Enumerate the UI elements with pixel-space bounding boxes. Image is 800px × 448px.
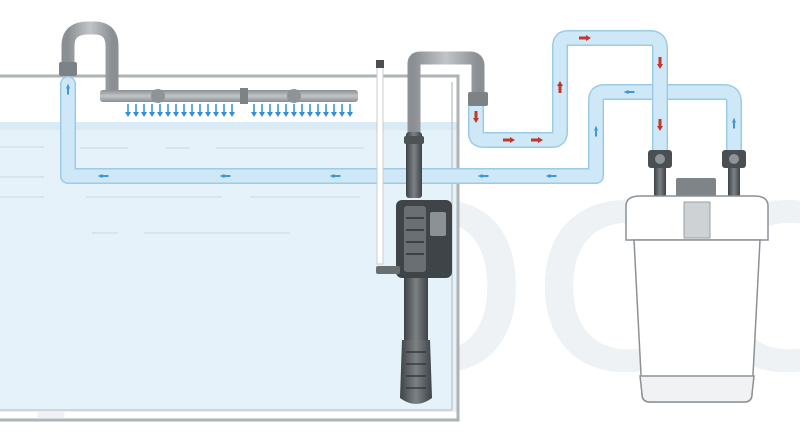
spray-drop-head: [307, 112, 313, 117]
spray-drop-head: [165, 112, 171, 117]
canister-motor-cap: [676, 178, 716, 198]
spray-drop-head: [157, 112, 163, 117]
spray-drop-head: [259, 112, 265, 117]
intake-pipe: [407, 51, 485, 140]
outflow-arrow: [473, 111, 479, 123]
spray-drop-head: [189, 112, 195, 117]
outflow-arrow: [503, 137, 515, 143]
spray-drop-head: [315, 112, 321, 117]
return-arrow: [545, 174, 557, 178]
return-arrow: [732, 117, 736, 129]
outflow-arrow: [657, 57, 663, 69]
heater-neck: [404, 136, 424, 144]
return-arrow: [477, 174, 489, 178]
intake-coupler: [468, 92, 488, 106]
tank-water-surface: [0, 122, 458, 130]
spray-drop-head: [267, 112, 273, 117]
return-arrow: [219, 174, 231, 178]
spray-drop-head: [331, 112, 337, 117]
spray-drop-head: [197, 112, 203, 117]
return-arrow: [594, 125, 598, 137]
spray-drop-head: [181, 112, 187, 117]
return-arrows: [66, 83, 736, 178]
spray-drop-head: [213, 112, 219, 117]
return-arrow: [66, 83, 70, 95]
canister-lid-center: [683, 201, 711, 239]
spray-drop-head: [149, 112, 155, 117]
spray-drop-head: [291, 112, 297, 117]
spray-drop-head: [275, 112, 281, 117]
canister-filter-icon: [625, 150, 769, 403]
spray-bar-clip-left: [151, 89, 165, 103]
valve-icon-return: [722, 150, 746, 168]
spray-drop-head: [299, 112, 305, 117]
outflow-arrow: [531, 137, 543, 143]
return-pipe-coupler: [59, 62, 77, 76]
spray-drop-head: [283, 112, 289, 117]
water-ripples: [0, 146, 364, 234]
airline-cap: [376, 60, 384, 68]
spray-drop-head: [221, 112, 227, 117]
spray-drop-head: [133, 112, 139, 117]
return-arrow: [623, 90, 635, 94]
airline-tube: [376, 63, 384, 265]
spray-drop-head: [205, 112, 211, 117]
intake-stem: [404, 278, 428, 340]
intake-strainer-icon: [400, 340, 432, 404]
inline-heater-icon: [406, 132, 422, 198]
spray-drop-head: [251, 112, 257, 117]
spray-drop-head: [141, 112, 147, 117]
spray-drop-head: [323, 112, 329, 117]
return-arrow: [97, 174, 109, 178]
outflow-arrow: [579, 35, 591, 41]
spray-drop-head: [339, 112, 345, 117]
spray-bar-clip-right: [287, 89, 301, 103]
valve-icon: [648, 150, 672, 168]
spray-drops: [125, 104, 353, 117]
intake-assembly: [376, 51, 488, 404]
spray-drop-head: [173, 112, 179, 117]
spray-drop-head: [229, 112, 235, 117]
powerhead-pump: [376, 200, 452, 278]
outflow-arrows: [473, 35, 663, 143]
spray-bar-icon: [100, 90, 358, 102]
spray-bar-joint: [240, 88, 248, 104]
return-tube: [61, 77, 741, 183]
canister-base-ring: [639, 375, 755, 403]
outflow-arrow: [557, 81, 563, 93]
tank-outline: [0, 74, 460, 422]
outflow-arrow: [657, 119, 663, 131]
return-j-pipe: [61, 21, 119, 92]
spray-drop-head: [347, 112, 353, 117]
return-arrow: [329, 174, 341, 178]
spray-bar-assembly: [59, 21, 358, 117]
spray-drop-head: [125, 112, 131, 117]
